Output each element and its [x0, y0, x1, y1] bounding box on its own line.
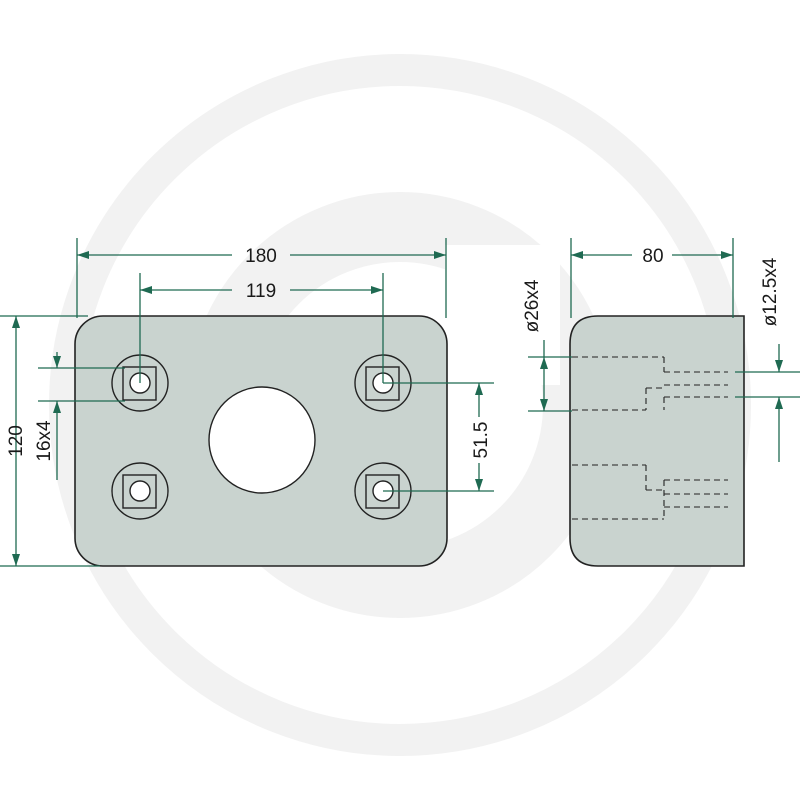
center-hole: [208, 386, 316, 494]
hidden-bore-lower: [572, 464, 728, 520]
bolt-hole-bottom-left: [111, 462, 169, 520]
dimension-height: [0, 315, 100, 567]
dimension-counterbore: [528, 340, 572, 412]
dimension-bore-label: ø12.5x4: [760, 257, 781, 326]
side-block: [569, 315, 745, 567]
front-view: 180 119 120 16x4: [0, 238, 494, 567]
hidden-bore-upper: [572, 356, 728, 411]
dimension-hole-spacing-vertical: [383, 382, 494, 492]
dimension-width-label: 180: [245, 246, 277, 267]
side-view: 80 ø26x4 ø12.5x4: [522, 238, 800, 567]
dimension-hole-spacing-horizontal-label: 119: [246, 281, 276, 302]
dimension-counterbore-label: ø26x4: [522, 279, 543, 332]
dimension-square-hole: [38, 352, 125, 480]
dimension-width: [76, 238, 447, 318]
dimension-depth-label: 80: [642, 246, 663, 267]
dimension-bore: [735, 344, 800, 462]
dimension-hole-spacing-vertical-label: 51.5: [471, 422, 492, 459]
dimension-height-label: 120: [6, 425, 27, 457]
dimension-hole-spacing-horizontal: [139, 273, 384, 383]
dimension-square-hole-label: 16x4: [34, 420, 55, 462]
bolt-hole-bottom-right: [354, 462, 412, 520]
dimension-depth: [570, 238, 734, 318]
